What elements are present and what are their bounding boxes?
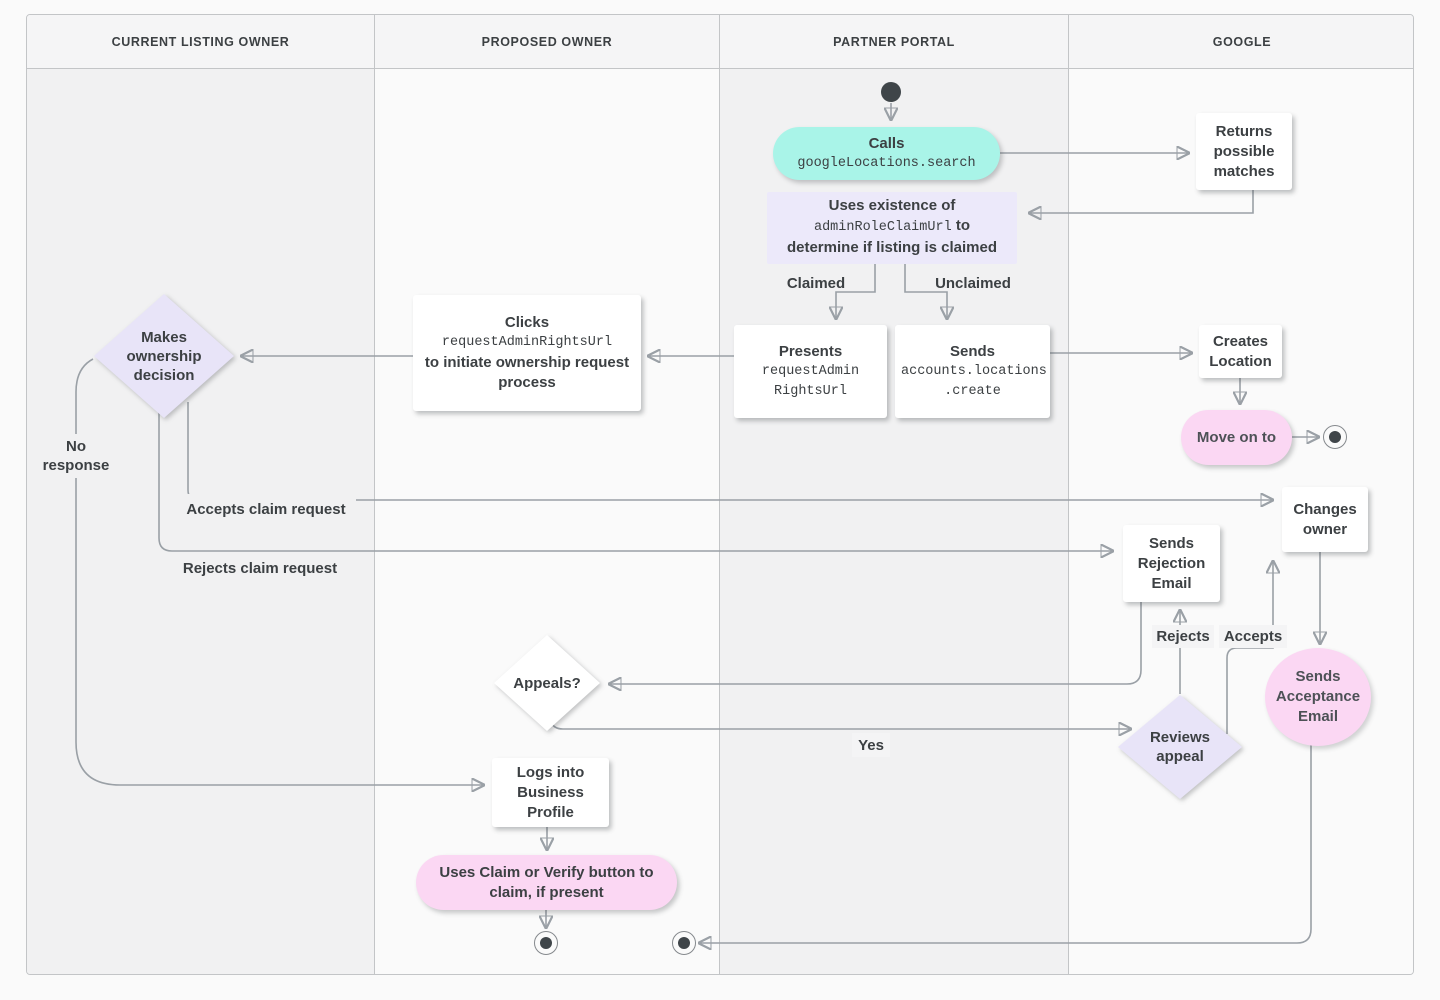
node-label: Logs into Business Profile — [516, 763, 585, 821]
node-changes-owner: Changes owner — [1282, 487, 1368, 552]
edge-label-rejects: Rejects — [1152, 625, 1214, 648]
edge-label-text: Accepts claim request — [186, 500, 346, 518]
node-label: Move on to — [1196, 428, 1277, 446]
node-sends-acceptance-email: Sends Acceptance Email — [1265, 648, 1371, 746]
node-code: requestAdminRightsUrl — [441, 335, 613, 350]
node-reviews-appeal: Reviews appeal — [1118, 695, 1242, 799]
node-code: adminRoleClaimUrl — [813, 220, 952, 235]
node-calls-googlelocations-search: Calls googleLocations.search — [773, 127, 1000, 180]
node-label: Uses Claim or Verify button to claim, if… — [439, 863, 654, 901]
node-code-line2: .create — [944, 383, 1001, 399]
edge-label-rejects-claim-request: Rejects claim request — [172, 556, 348, 580]
lane-title: PROPOSED OWNER — [481, 34, 613, 49]
node-text: to initiate ownership request process — [424, 354, 630, 391]
edge-label-text: No response — [42, 438, 110, 474]
edge-label-accepts: Accepts — [1219, 625, 1287, 648]
node-label: Returns possible matches — [1213, 122, 1275, 180]
node-code-line1: accounts.locations — [901, 363, 1047, 379]
node-title: Presents — [778, 342, 843, 360]
node-title: Sends — [949, 342, 995, 360]
edge-label-yes: Yes — [852, 733, 890, 757]
node-sends-rejection-email: Sends Rejection Email — [1123, 525, 1220, 602]
end-node-move-on — [1323, 425, 1347, 449]
edge-label-unclaimed: Unclaimed — [928, 272, 1018, 294]
edge-label-text: Rejects claim request — [182, 559, 338, 577]
node-label: Changes owner — [1293, 500, 1357, 538]
lane-title: PARTNER PORTAL — [833, 34, 955, 49]
node-makes-ownership-decision: Makes ownership decision — [94, 294, 234, 418]
node-text-pre: Uses existence of — [828, 197, 956, 214]
node-title: Clicks — [504, 314, 550, 331]
node-appeals-decision: Appeals? — [494, 635, 600, 731]
node-logs-into-business-profile: Logs into Business Profile — [492, 758, 609, 827]
lane-header-proposed-owner: PROPOSED OWNER — [375, 15, 720, 69]
node-presents-requestadminrightsurl: Presents requestAdmin RightsUrl — [734, 325, 887, 418]
edge-label-claimed: Claimed — [781, 272, 851, 294]
edge-label-text: Accepts — [1223, 628, 1283, 645]
node-uses-existence-adminroleclaimurl: Uses existence of adminRoleClaimUrl to d… — [767, 192, 1017, 264]
edge-label-text: Claimed — [786, 274, 846, 292]
node-clicks-requestadminrightsurl: Clicks requestAdminRightsUrl to initiate… — [413, 295, 641, 411]
node-code-line2: RightsUrl — [774, 383, 847, 399]
node-code: googleLocations.search — [797, 155, 976, 171]
reviews-diamond-shape: Reviews appeal — [1118, 695, 1242, 799]
edge-label-no-response: No response — [39, 434, 113, 478]
appeals-diamond-shape: Appeals? — [494, 635, 600, 731]
node-label: Makes ownership decision — [126, 328, 202, 384]
lane-header-current-listing-owner: CURRENT LISTING OWNER — [27, 15, 375, 69]
node-label: Sends Acceptance Email — [1275, 668, 1361, 725]
node-title: Calls — [868, 134, 905, 152]
edge-label-text: Rejects — [1156, 628, 1210, 645]
edge-label-text: Unclaimed — [935, 274, 1011, 292]
edge-label-text: Yes — [858, 736, 884, 754]
lane-title: GOOGLE — [1212, 34, 1272, 49]
end-node-acceptance — [672, 931, 696, 955]
node-creates-location: Creates Location — [1199, 325, 1282, 378]
start-node — [881, 82, 901, 102]
decision-diamond-shape: Makes ownership decision — [94, 294, 234, 418]
end-node-dot — [1329, 431, 1341, 443]
lane-body-proposed-owner — [375, 69, 720, 974]
node-returns-possible-matches: Returns possible matches — [1196, 113, 1292, 190]
lane-header-google: GOOGLE — [1069, 15, 1413, 69]
node-label: Reviews appeal — [1149, 729, 1211, 765]
node-label: Sends Rejection Email — [1137, 534, 1206, 592]
end-node-claim — [534, 931, 558, 955]
end-node-dot — [678, 937, 690, 949]
node-move-on-to: Move on to — [1181, 410, 1292, 465]
edge-label-accepts-claim-request: Accepts claim request — [176, 494, 356, 524]
node-text-post: to determine if listing is claimed — [786, 217, 998, 256]
node-label: Creates Location — [1209, 332, 1272, 370]
node-code-line1: requestAdmin — [761, 363, 860, 379]
node-label: Appeals? — [513, 674, 581, 692]
lane-title: CURRENT LISTING OWNER — [111, 34, 290, 49]
node-uses-claim-or-verify-button: Uses Claim or Verify button to claim, if… — [416, 855, 677, 910]
end-node-dot — [540, 937, 552, 949]
node-sends-accounts-locations-create: Sends accounts.locations .create — [895, 325, 1050, 418]
lane-header-partner-portal: PARTNER PORTAL — [720, 15, 1069, 69]
